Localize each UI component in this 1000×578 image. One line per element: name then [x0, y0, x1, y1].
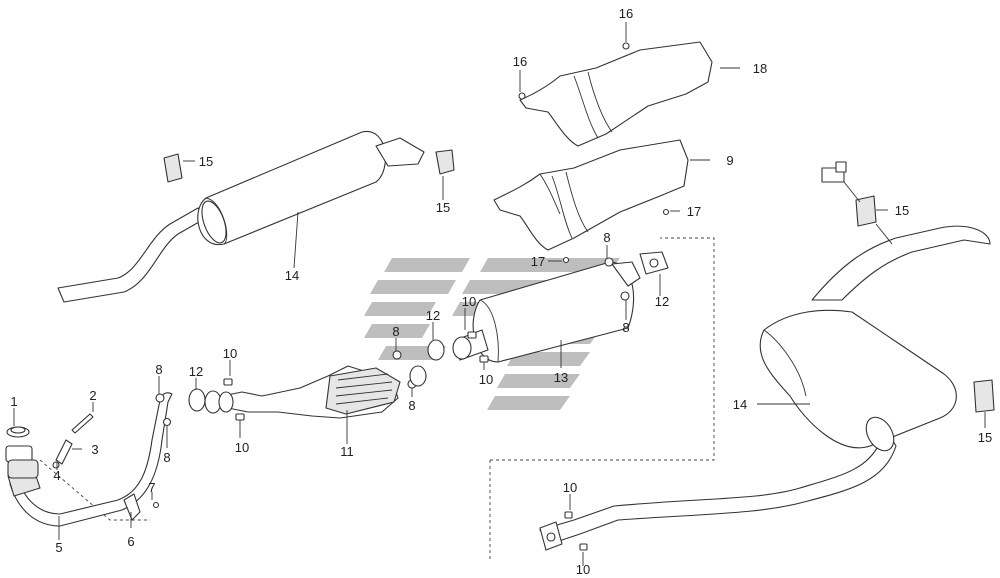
hanger-bracket	[123, 493, 141, 521]
bolt-small	[152, 501, 160, 509]
flange-gasket	[188, 388, 206, 412]
mount-bracket	[821, 161, 861, 203]
callout-10-a: 10	[223, 346, 237, 361]
callout-16-b: 16	[619, 6, 633, 21]
callout-14-b: 14	[733, 397, 747, 412]
callout-8-b: 8	[163, 450, 170, 465]
callout-17-a: 17	[687, 204, 701, 219]
callout-10-c: 10	[462, 294, 476, 309]
flange-stack	[5, 445, 39, 479]
heat-shield-upper	[519, 41, 713, 147]
callout-15-c: 15	[895, 203, 909, 218]
callout-18: 18	[753, 61, 767, 76]
callout-2: 2	[89, 388, 96, 403]
clamp	[155, 393, 165, 403]
catalytic-converter	[218, 365, 401, 419]
callout-13: 13	[554, 370, 568, 385]
callout-10-f: 10	[576, 562, 590, 577]
rubber-hanger	[163, 153, 183, 183]
callout-14-a: 14	[285, 268, 299, 283]
clamp-band	[223, 378, 233, 386]
leader-lines	[13, 22, 986, 566]
callout-1: 1	[10, 394, 17, 409]
callout-15-d: 15	[978, 430, 992, 445]
rear-muffler-lower	[539, 225, 991, 545]
heat-shield-lower	[493, 139, 689, 251]
callout-8-c: 8	[392, 324, 399, 339]
callout-15-a: 15	[199, 154, 213, 169]
callout-3: 3	[91, 442, 98, 457]
callout-11: 11	[340, 444, 354, 459]
callout-10-e: 10	[563, 480, 577, 495]
callout-8-a: 8	[155, 362, 162, 377]
callout-17-b: 17	[531, 254, 545, 269]
callout-9: 9	[726, 153, 733, 168]
callout-5: 5	[55, 540, 62, 555]
callout-8-d: 8	[408, 398, 415, 413]
bolt	[71, 413, 94, 434]
rear-muffler-upper	[57, 131, 425, 303]
callout-12-a: 12	[189, 364, 203, 379]
front-pipe	[7, 392, 173, 527]
nut	[52, 461, 60, 469]
nut-17	[662, 208, 670, 216]
callout-8-e: 8	[603, 230, 610, 245]
bracket	[55, 439, 73, 465]
callout-10-d: 10	[479, 372, 493, 387]
center-muffler	[452, 261, 641, 363]
callout-16-a: 16	[513, 54, 527, 69]
callout-labels: 1 2 3 4 5 6 7 8 8 8 8 8 8 9 10 10 10 10 …	[10, 6, 992, 577]
callout-15-b: 15	[436, 200, 450, 215]
callout-10-b: 10	[235, 440, 249, 455]
callout-8-f: 8	[622, 320, 629, 335]
callout-12-b: 12	[426, 308, 440, 323]
callout-12-c: 12	[655, 294, 669, 309]
callout-4: 4	[53, 468, 60, 483]
assembly-outline-left	[39, 459, 150, 521]
nut-16	[622, 42, 630, 50]
callout-6: 6	[127, 534, 134, 549]
callout-7: 7	[148, 480, 155, 495]
